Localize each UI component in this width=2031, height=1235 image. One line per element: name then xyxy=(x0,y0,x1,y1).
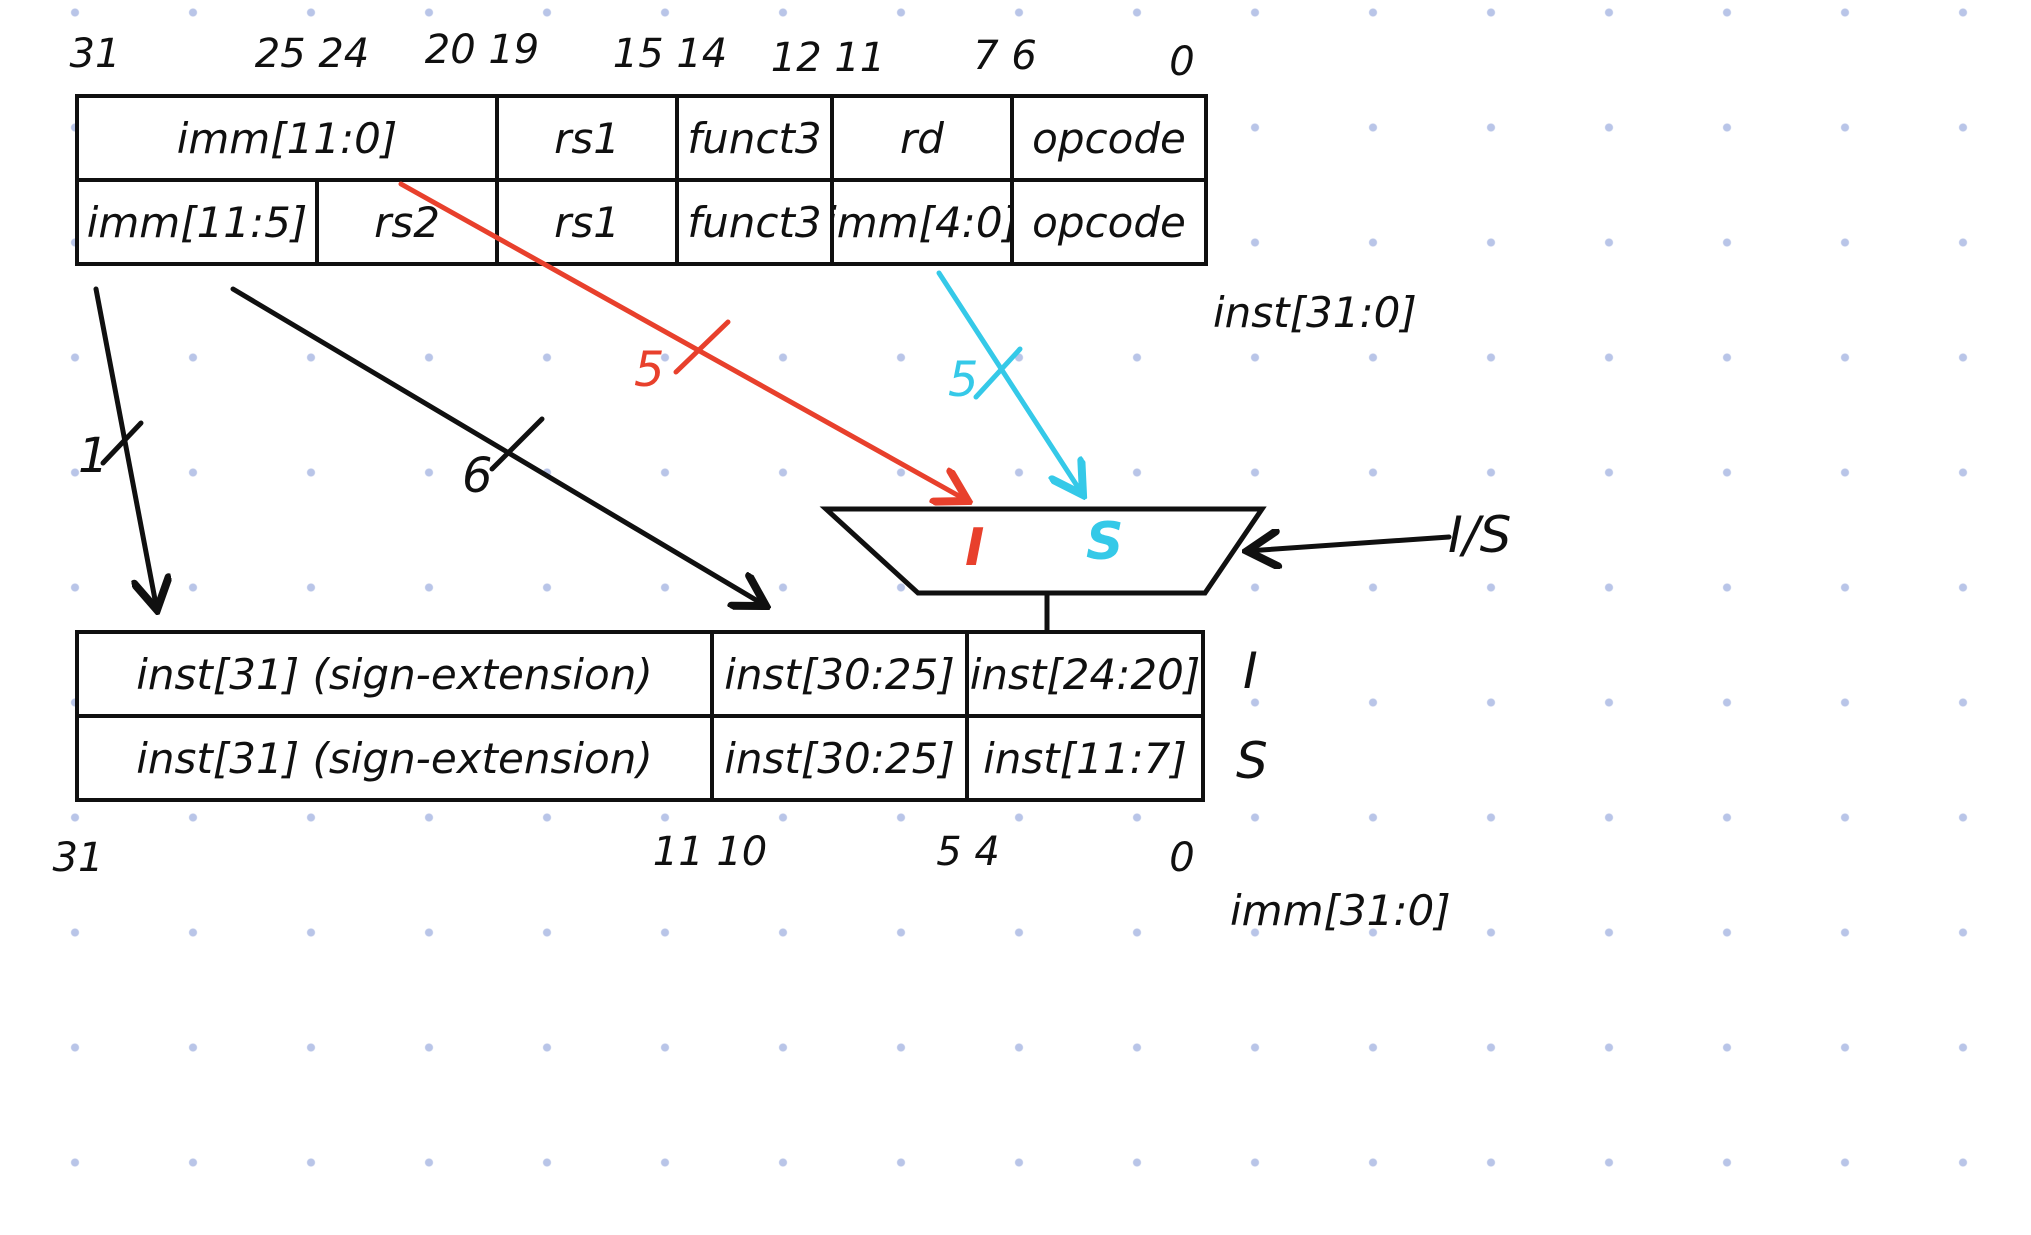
mux-shape xyxy=(819,506,1267,596)
mux-select-label: I/S xyxy=(1448,506,1512,564)
s-field-rs1: rs1 xyxy=(499,182,679,262)
bit-label-12-11: 12 11 xyxy=(770,35,886,81)
imm-i-row: inst[31] (sign-extension) inst[30:25] in… xyxy=(75,630,1205,718)
bit-label-5-4: 5 4 xyxy=(936,829,1000,875)
s-field-funct3: funct3 xyxy=(679,182,834,262)
imm-s-signext: inst[31] (sign-extension) xyxy=(79,718,714,798)
bit-label-25-24: 25 24 xyxy=(254,31,370,77)
bit-label-0-bottom: 0 xyxy=(1169,835,1195,881)
bit-label-7-6: 7 6 xyxy=(973,33,1037,79)
i-field-rd: rd xyxy=(834,98,1014,178)
width-label-6: 6 xyxy=(462,448,493,504)
i-field-rs1: rs1 xyxy=(499,98,679,178)
bit-label-11-10: 11 10 xyxy=(652,829,768,875)
i-field-imm11-0: imm[11:0] xyxy=(79,98,499,178)
bit-label-31-top: 31 xyxy=(69,31,121,77)
inst-word-label: inst[31:0] xyxy=(1213,288,1417,337)
imm-i-signext: inst[31] (sign-extension) xyxy=(79,634,714,714)
imm-s-row: inst[31] (sign-extension) inst[30:25] in… xyxy=(75,714,1205,802)
bit-label-20-19: 20 19 xyxy=(424,27,540,73)
bit-label-15-14: 15 14 xyxy=(612,31,728,77)
wire-s-type-width-tick xyxy=(973,346,1023,400)
imm-i-inst30-25: inst[30:25] xyxy=(714,634,969,714)
mux-input-s-label: S xyxy=(1086,512,1124,572)
imm-i-row-label: I xyxy=(1243,642,1258,700)
s-field-imm11-5: imm[11:5] xyxy=(79,182,319,262)
s-field-opcode: opcode xyxy=(1032,197,1186,247)
width-label-1: 1 xyxy=(78,428,109,484)
mux-select-wire xyxy=(1247,537,1452,551)
width-label-5-i: 5 xyxy=(634,342,665,398)
bit-label-31-bottom: 31 xyxy=(52,835,104,881)
imm-s-inst11-7: inst[11:7] xyxy=(983,733,1187,783)
bit-label-0-top: 0 xyxy=(1169,39,1195,85)
wire-inst30-25 xyxy=(230,286,766,606)
imm-s-inst30-25: inst[30:25] xyxy=(714,718,969,798)
s-field-rs2: rs2 xyxy=(319,182,499,262)
width-label-5-s: 5 xyxy=(948,352,979,408)
s-field-imm4-0: imm[4:0] xyxy=(834,182,1014,262)
i-field-funct3: funct3 xyxy=(679,98,834,178)
wire-inst30-25-width-tick xyxy=(489,416,545,472)
wire-i-type-width-tick xyxy=(673,319,731,375)
imm-word-label: imm[31:0] xyxy=(1230,886,1451,935)
imm-i-inst24-20: inst[24:20] xyxy=(969,649,1201,699)
wire-sign-bit-width-tick xyxy=(100,420,144,466)
i-field-opcode: opcode xyxy=(1032,113,1186,163)
i-format-row: imm[11:0] rs1 funct3 rd opcode xyxy=(75,94,1208,182)
imm-s-row-label: S xyxy=(1236,732,1268,790)
mux-input-i-label: I xyxy=(965,518,985,578)
s-format-row: imm[11:5] rs2 rs1 funct3 imm[4:0] opcode xyxy=(75,178,1208,266)
